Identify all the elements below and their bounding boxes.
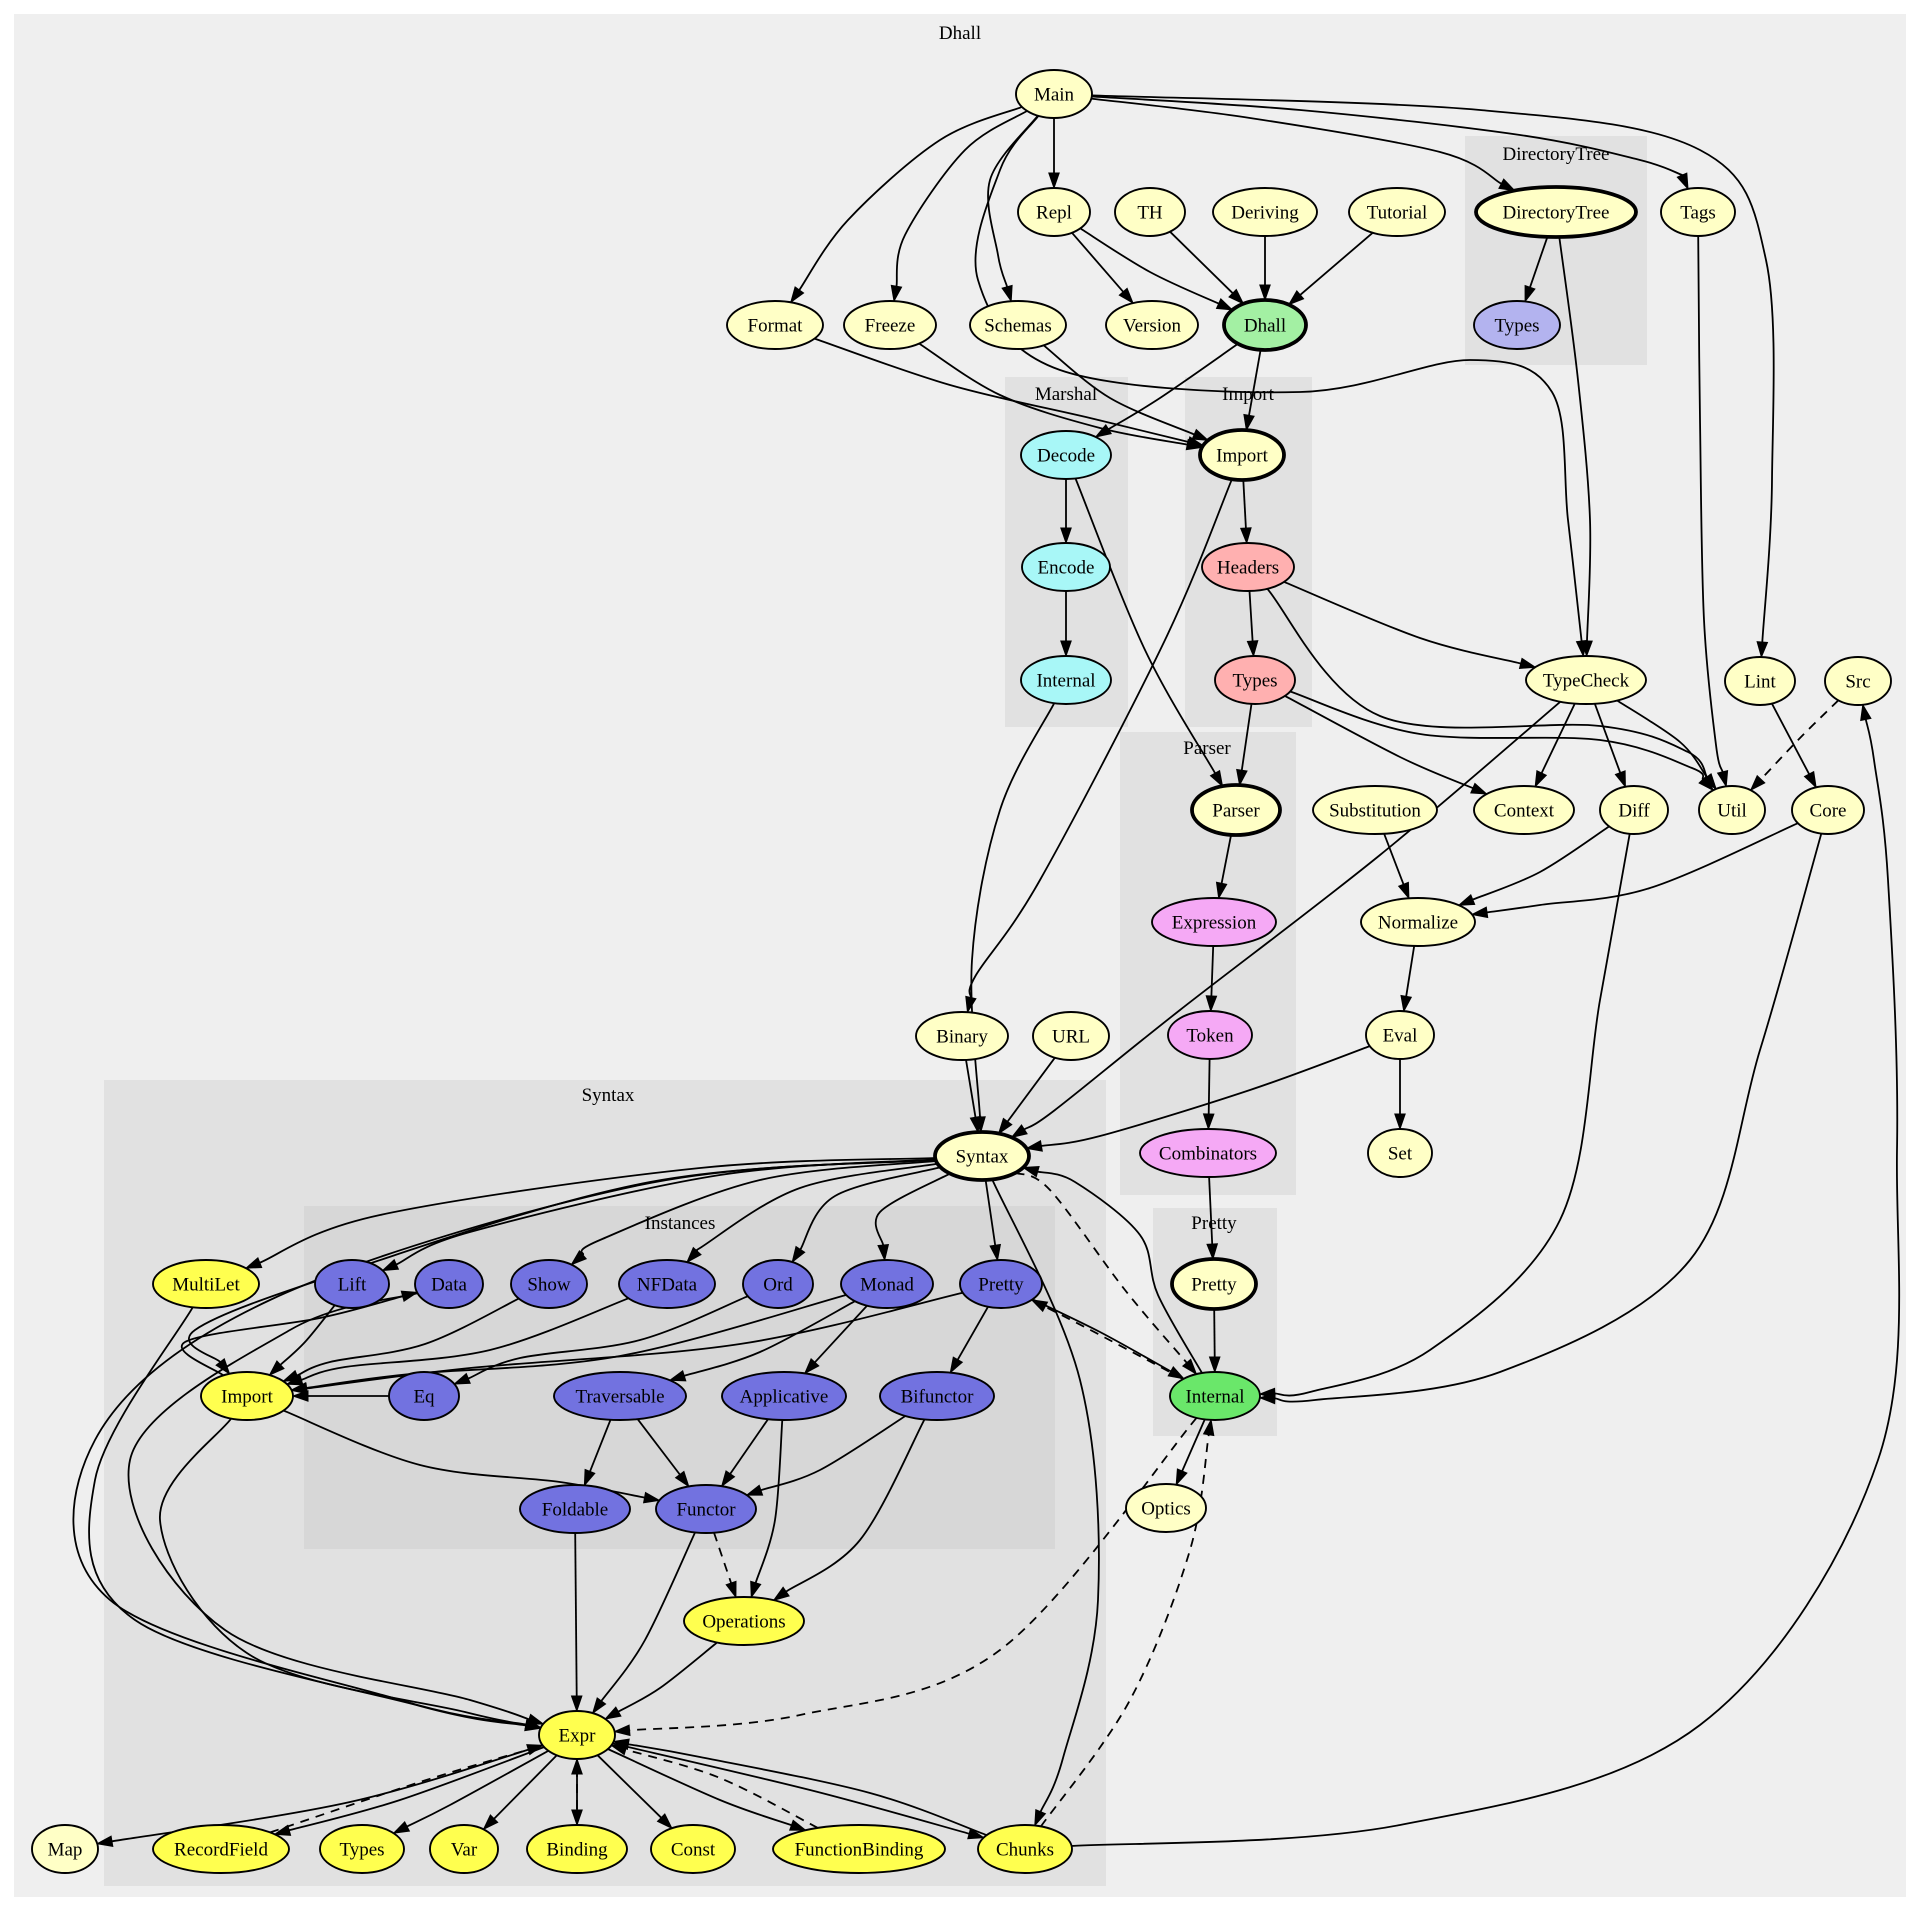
svg-text:Import: Import [1216, 446, 1268, 467]
svg-text:Format: Format [748, 316, 804, 337]
svg-text:NFData: NFData [637, 1275, 698, 1296]
svg-text:Bifunctor: Bifunctor [901, 1387, 974, 1408]
svg-text:Pretty: Pretty [978, 1275, 1024, 1296]
svg-text:MultiLet: MultiLet [172, 1275, 240, 1296]
svg-text:Import: Import [221, 1387, 273, 1408]
svg-text:Dhall: Dhall [1244, 316, 1286, 337]
svg-text:DirectoryTree: DirectoryTree [1503, 144, 1610, 165]
svg-text:Pretty: Pretty [1191, 1213, 1237, 1234]
svg-text:Eq: Eq [413, 1387, 435, 1408]
svg-text:Parser: Parser [1212, 801, 1260, 822]
svg-text:TH: TH [1137, 203, 1163, 224]
svg-text:Src: Src [1845, 672, 1870, 693]
svg-text:Internal: Internal [1036, 671, 1095, 692]
svg-text:Diff: Diff [1618, 801, 1650, 822]
svg-text:Foldable: Foldable [542, 1500, 609, 1521]
svg-text:Expression: Expression [1172, 913, 1257, 934]
svg-text:Operations: Operations [702, 1612, 785, 1633]
svg-text:Normalize: Normalize [1378, 913, 1458, 934]
svg-text:Tags: Tags [1680, 203, 1716, 224]
svg-text:Binary: Binary [936, 1027, 988, 1048]
svg-text:Token: Token [1186, 1026, 1234, 1047]
svg-text:Encode: Encode [1038, 558, 1095, 579]
svg-text:Context: Context [1494, 801, 1555, 822]
svg-text:Repl: Repl [1036, 203, 1072, 224]
svg-text:Lift: Lift [338, 1275, 367, 1296]
svg-text:Monad: Monad [860, 1275, 914, 1296]
svg-text:Marshal: Marshal [1035, 384, 1097, 405]
svg-text:Chunks: Chunks [996, 1840, 1054, 1861]
svg-text:Version: Version [1123, 316, 1182, 337]
svg-text:FunctionBinding: FunctionBinding [795, 1840, 924, 1861]
svg-text:Optics: Optics [1141, 1499, 1191, 1520]
svg-text:Headers: Headers [1217, 558, 1279, 579]
svg-text:URL: URL [1052, 1027, 1090, 1048]
svg-text:Show: Show [527, 1275, 571, 1296]
svg-text:Types: Types [1494, 316, 1539, 337]
svg-text:Util: Util [1717, 801, 1747, 822]
svg-text:Import: Import [1222, 384, 1274, 405]
svg-text:RecordField: RecordField [174, 1840, 268, 1861]
svg-text:Binding: Binding [546, 1840, 608, 1861]
svg-text:Main: Main [1034, 85, 1075, 106]
svg-text:Dhall: Dhall [939, 23, 981, 44]
svg-text:Freeze: Freeze [865, 316, 916, 337]
svg-text:Lint: Lint [1744, 672, 1776, 693]
svg-text:Functor: Functor [676, 1500, 736, 1521]
svg-text:Combinators: Combinators [1159, 1144, 1257, 1165]
svg-text:Decode: Decode [1037, 446, 1095, 467]
svg-text:Traversable: Traversable [576, 1387, 665, 1408]
svg-text:Internal: Internal [1185, 1387, 1244, 1408]
svg-text:Schemas: Schemas [984, 316, 1052, 337]
svg-text:DirectoryTree: DirectoryTree [1503, 203, 1610, 224]
svg-text:Map: Map [48, 1840, 83, 1861]
svg-text:TypeCheck: TypeCheck [1543, 671, 1630, 692]
svg-text:Const: Const [671, 1840, 716, 1861]
svg-text:Types: Types [339, 1840, 384, 1861]
svg-text:Applicative: Applicative [740, 1387, 829, 1408]
svg-text:Pretty: Pretty [1191, 1275, 1237, 1296]
svg-text:Data: Data [431, 1275, 467, 1296]
svg-text:Eval: Eval [1383, 1026, 1418, 1047]
svg-text:Substitution: Substitution [1329, 801, 1421, 822]
svg-text:Ord: Ord [763, 1275, 793, 1296]
svg-text:Core: Core [1810, 801, 1847, 822]
svg-text:Instances: Instances [645, 1213, 716, 1234]
svg-text:Parser: Parser [1183, 738, 1231, 759]
svg-text:Tutorial: Tutorial [1367, 203, 1428, 224]
svg-text:Set: Set [1388, 1144, 1413, 1165]
svg-text:Syntax: Syntax [956, 1147, 1009, 1168]
svg-text:Deriving: Deriving [1231, 203, 1299, 224]
svg-text:Var: Var [451, 1840, 478, 1861]
svg-text:Syntax: Syntax [582, 1085, 635, 1106]
svg-text:Expr: Expr [559, 1726, 597, 1747]
svg-text:Types: Types [1232, 671, 1277, 692]
